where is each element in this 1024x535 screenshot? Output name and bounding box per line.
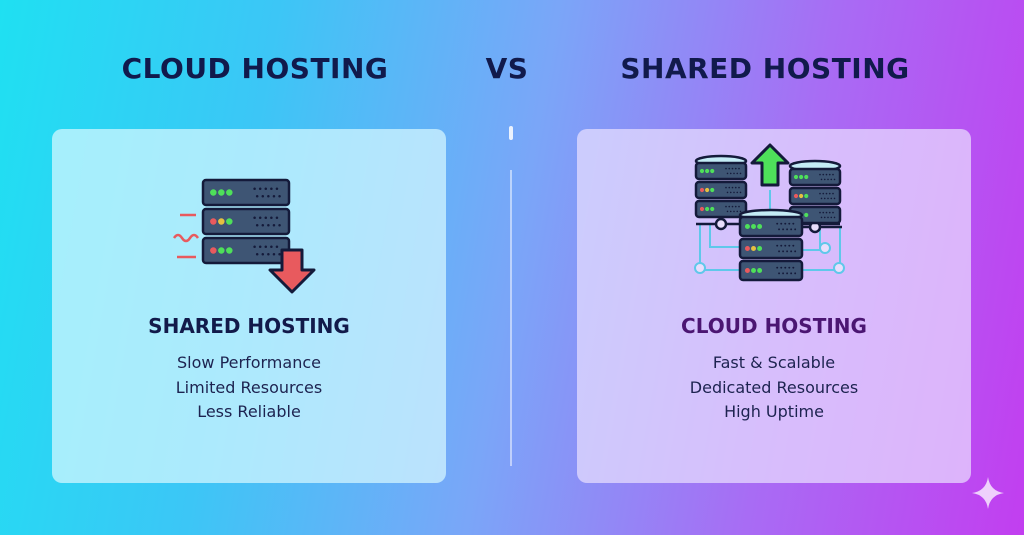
server-unit (738, 215, 804, 238)
server-unit (201, 207, 291, 236)
server-unit (738, 237, 804, 260)
cloud-servers-up-arrow-icon (694, 143, 845, 282)
feature: Fast & Scalable (712, 353, 836, 372)
heading-cloud-hosting: CLOUD HOSTING (121, 52, 389, 85)
feature: High Uptime (724, 402, 824, 421)
server-unit (694, 199, 748, 219)
card-title: CLOUD HOSTING (681, 314, 867, 338)
card-title: SHARED HOSTING (148, 314, 350, 338)
network-lines (694, 190, 845, 274)
down-arrow-icon (268, 248, 316, 294)
sparkle-icon (972, 477, 1004, 509)
feature: Dedicated Resources (689, 377, 859, 397)
cloud-hosting-card: CLOUD HOSTING Fast & Scalable Dedicated … (577, 129, 971, 483)
divider-mark (509, 126, 513, 140)
server-unit (788, 167, 842, 187)
up-arrow-icon (750, 143, 790, 187)
speed-lines-icon (172, 213, 200, 259)
server-unit (201, 236, 291, 265)
server-unit (694, 161, 748, 181)
divider (510, 170, 512, 466)
feature: Slow Performance (177, 353, 321, 372)
heading-shared-hosting: SHARED HOSTING (620, 52, 910, 85)
server-down-arrow-icon (172, 178, 316, 294)
feature: Less Reliable (197, 402, 301, 421)
server-unit (201, 178, 291, 207)
card-features: Slow Performance Limited Resources Less … (52, 351, 446, 425)
server-unit (694, 180, 748, 200)
heading-vs: VS (485, 52, 529, 85)
card-features: Fast & Scalable Dedicated Resources High… (577, 351, 971, 425)
feature: Limited Resources (175, 377, 323, 397)
server-unit (738, 259, 804, 282)
server-unit (788, 186, 842, 206)
